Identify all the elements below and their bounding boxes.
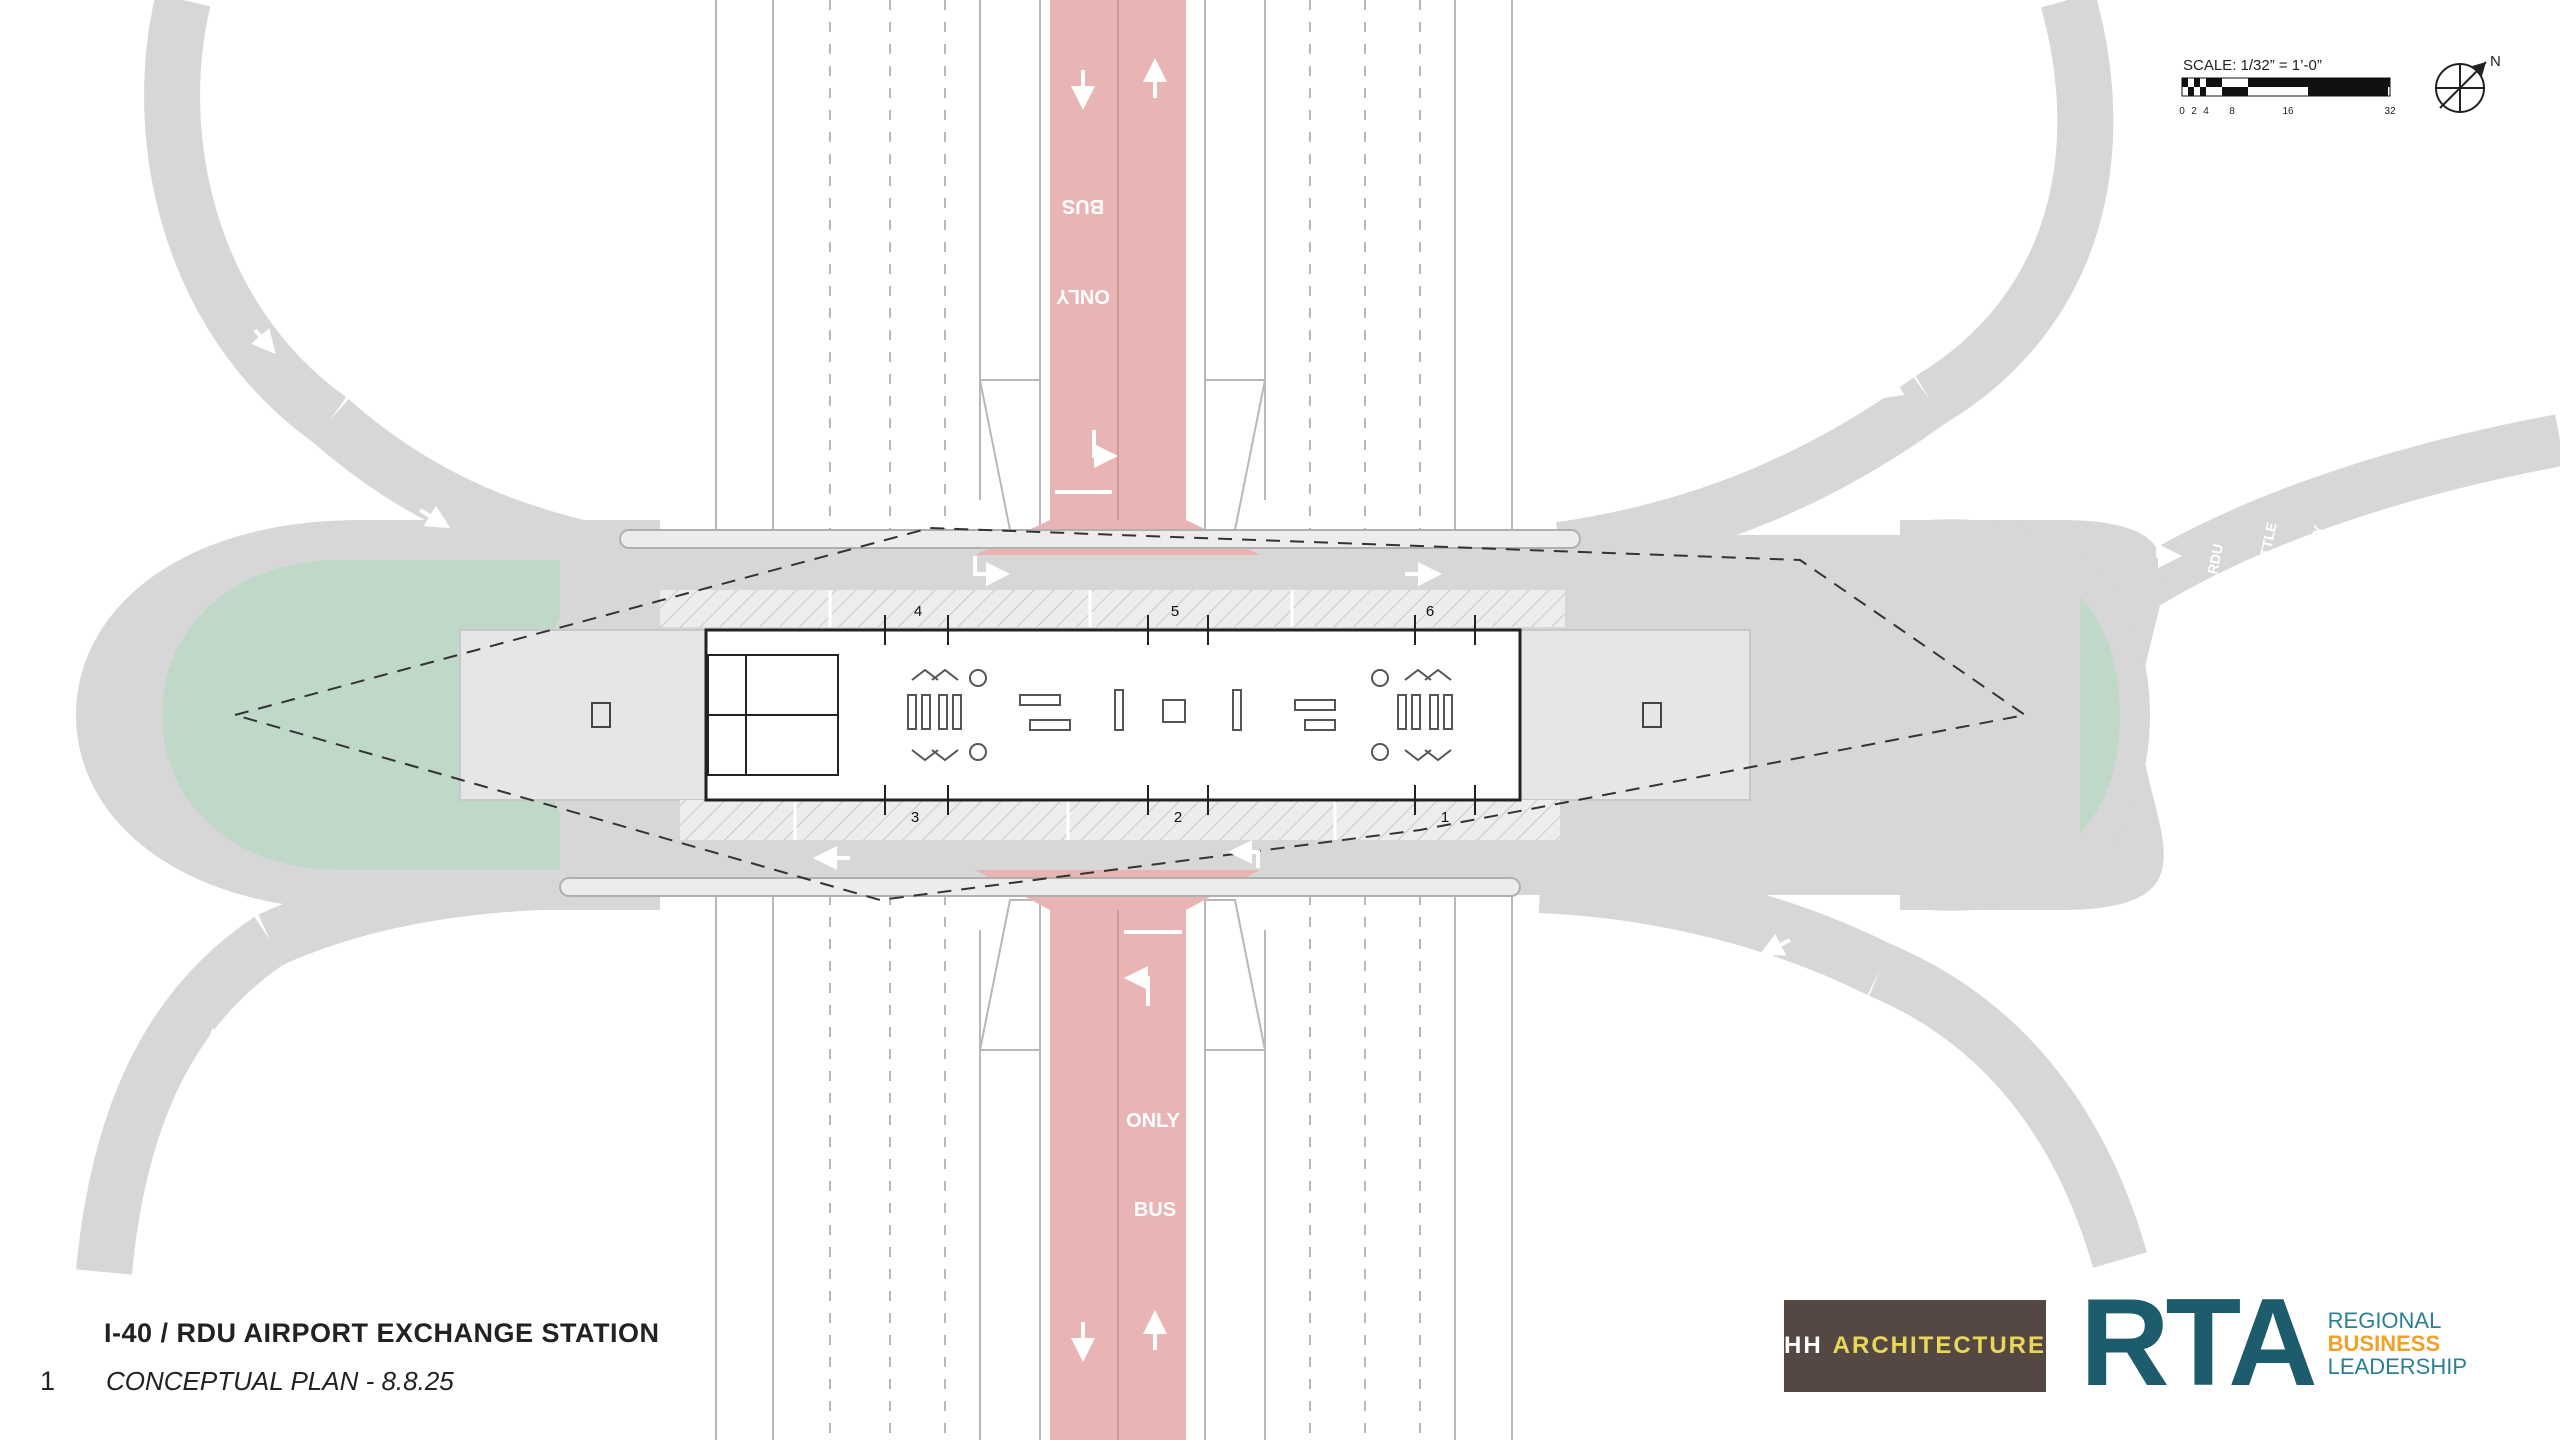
station-building	[704, 615, 1522, 815]
bay-number-1: 1	[1441, 809, 1449, 826]
southeast-loop-road	[1868, 944, 2147, 1268]
sheet-number: 1	[40, 1366, 56, 1396]
north-arrow: N	[2435, 53, 2501, 113]
platform-hatch-south	[680, 800, 1560, 840]
northeast-to-center-curve	[1556, 377, 1947, 578]
rta-subtitle: REGIONAL BUSINESS LEADERSHIP	[2328, 1309, 2467, 1378]
elevator-icon	[591, 702, 1662, 728]
scale-bar: SCALE: 1/32” = 1’-0” 0 2 4 8 16 32	[2179, 57, 2396, 117]
northeast-loop-road	[1915, 0, 2114, 424]
north-label: N	[2490, 53, 2501, 70]
only-ramp-marking: ONLY	[2303, 523, 2327, 564]
platform-east-end	[1519, 629, 1751, 801]
rta-subtitle-line-1: REGIONAL	[2327, 1307, 2442, 1333]
bus-marking-south: BUS	[1134, 1199, 1176, 1221]
scale-tick-8: 8	[2229, 106, 2235, 117]
bay-number-4: 4	[914, 603, 922, 620]
bay-number-6: 6	[1426, 603, 1434, 620]
hh-logo-name: ARCHITECTURE	[1832, 1332, 2046, 1359]
east-shuttle-road	[2105, 414, 2560, 622]
scale-tick-16: 16	[2282, 106, 2294, 117]
east-ramp-gore-south	[1204, 899, 1267, 1051]
drawing-title: I-40 / RDU AIRPORT EXCHANGE STATION	[104, 1318, 660, 1348]
rta-subtitle-line-3: LEADERSHIP	[2327, 1353, 2468, 1379]
rta-subtitle-line-2: BUSINESS	[2327, 1330, 2441, 1356]
hh-logo-prefix: HH	[1784, 1332, 1823, 1359]
northwest-loop-road	[144, 0, 347, 443]
door-arrows	[884, 615, 1476, 815]
rdu-marking: RDU	[2204, 542, 2226, 575]
southwest-loop-road	[76, 916, 286, 1275]
southeast-to-center-curve	[1538, 857, 1893, 996]
direction-arrows	[186, 58, 2457, 1362]
station-furniture	[907, 668, 1453, 762]
scale-tick-2: 2	[2191, 106, 2197, 117]
scale-tick-0: 0	[2179, 106, 2185, 117]
bay-number-3: 3	[911, 809, 919, 826]
bridge-edges	[559, 529, 1581, 897]
rta-logo: RTA REGIONAL BUSINESS LEADERSHIP	[2080, 1281, 2467, 1405]
scale-tick-4: 4	[2203, 106, 2209, 117]
hh-architecture-logo: HH ARCHITECTURE	[1784, 1300, 2046, 1392]
station-rooms	[707, 654, 839, 776]
scale-tick-32: 32	[2384, 106, 2396, 117]
bay-number-2: 2	[1174, 809, 1182, 826]
rta-wordmark: RTA	[2080, 1274, 2318, 1412]
bay-number-5: 5	[1171, 603, 1179, 620]
only-marking-north: ONLY	[1055, 285, 1109, 307]
bay-numbers: 4 5 6 3 2 1	[911, 603, 1449, 826]
drawing-subtitle: CONCEPTUAL PLAN - 8.8.25	[106, 1366, 454, 1396]
bus-marking-north: BUS	[1062, 195, 1104, 217]
scale-label: SCALE: 1/32” = 1’-0”	[2183, 57, 2322, 74]
only-marking-south: ONLY	[1126, 1110, 1180, 1132]
platform-west-end	[459, 629, 711, 801]
